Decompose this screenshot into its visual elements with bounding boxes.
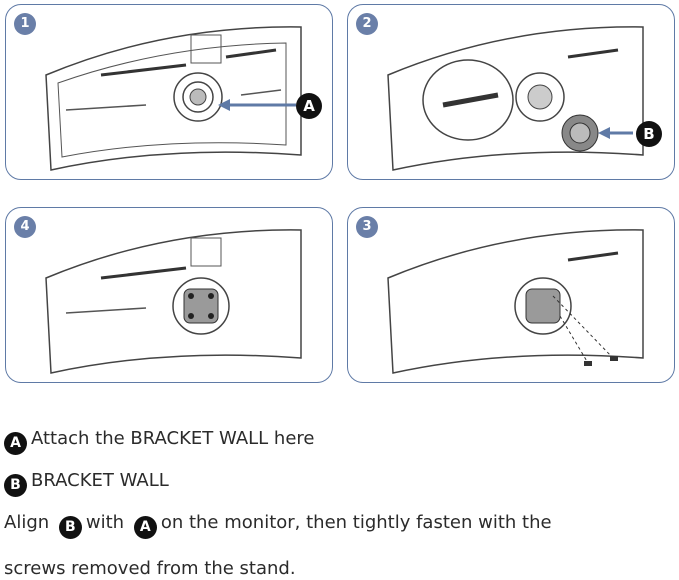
- panel-step-4: 4: [5, 207, 333, 383]
- panel-step-2: 2 B: [347, 4, 675, 180]
- align-text-2: with: [85, 512, 125, 533]
- callout-b-badge: B: [636, 121, 662, 147]
- step-number-badge: 1: [14, 13, 36, 35]
- align-badge-a: A: [133, 516, 157, 539]
- legend-b-text: BRACKET WALL: [31, 470, 169, 491]
- step-number-badge: 3: [356, 216, 378, 238]
- align-text-4: screws removed from the stand.: [4, 558, 296, 579]
- panel-step-3: 3: [347, 207, 675, 383]
- monitor-back-illustration: [45, 26, 302, 171]
- a-badge: A: [4, 432, 27, 455]
- align-text-1: Align: [4, 512, 50, 533]
- align-text-3: on the monitor, then tightly fasten with…: [160, 512, 552, 533]
- align-badge-b: B: [58, 516, 82, 539]
- monitor-back-illustration: [45, 229, 302, 374]
- b-badge: B: [4, 474, 27, 497]
- align-instruction-cont: screws removed from the stand.: [4, 558, 296, 580]
- legend-a-text: Attach the BRACKET WALL here: [31, 428, 315, 449]
- step-number-badge: 4: [14, 216, 36, 238]
- monitor-back-illustration: [387, 26, 644, 171]
- callout-a-badge: A: [296, 93, 322, 119]
- panel-step-1: 1 A: [5, 4, 333, 180]
- monitor-back-illustration: [387, 229, 644, 374]
- step-number-badge: 2: [356, 13, 378, 35]
